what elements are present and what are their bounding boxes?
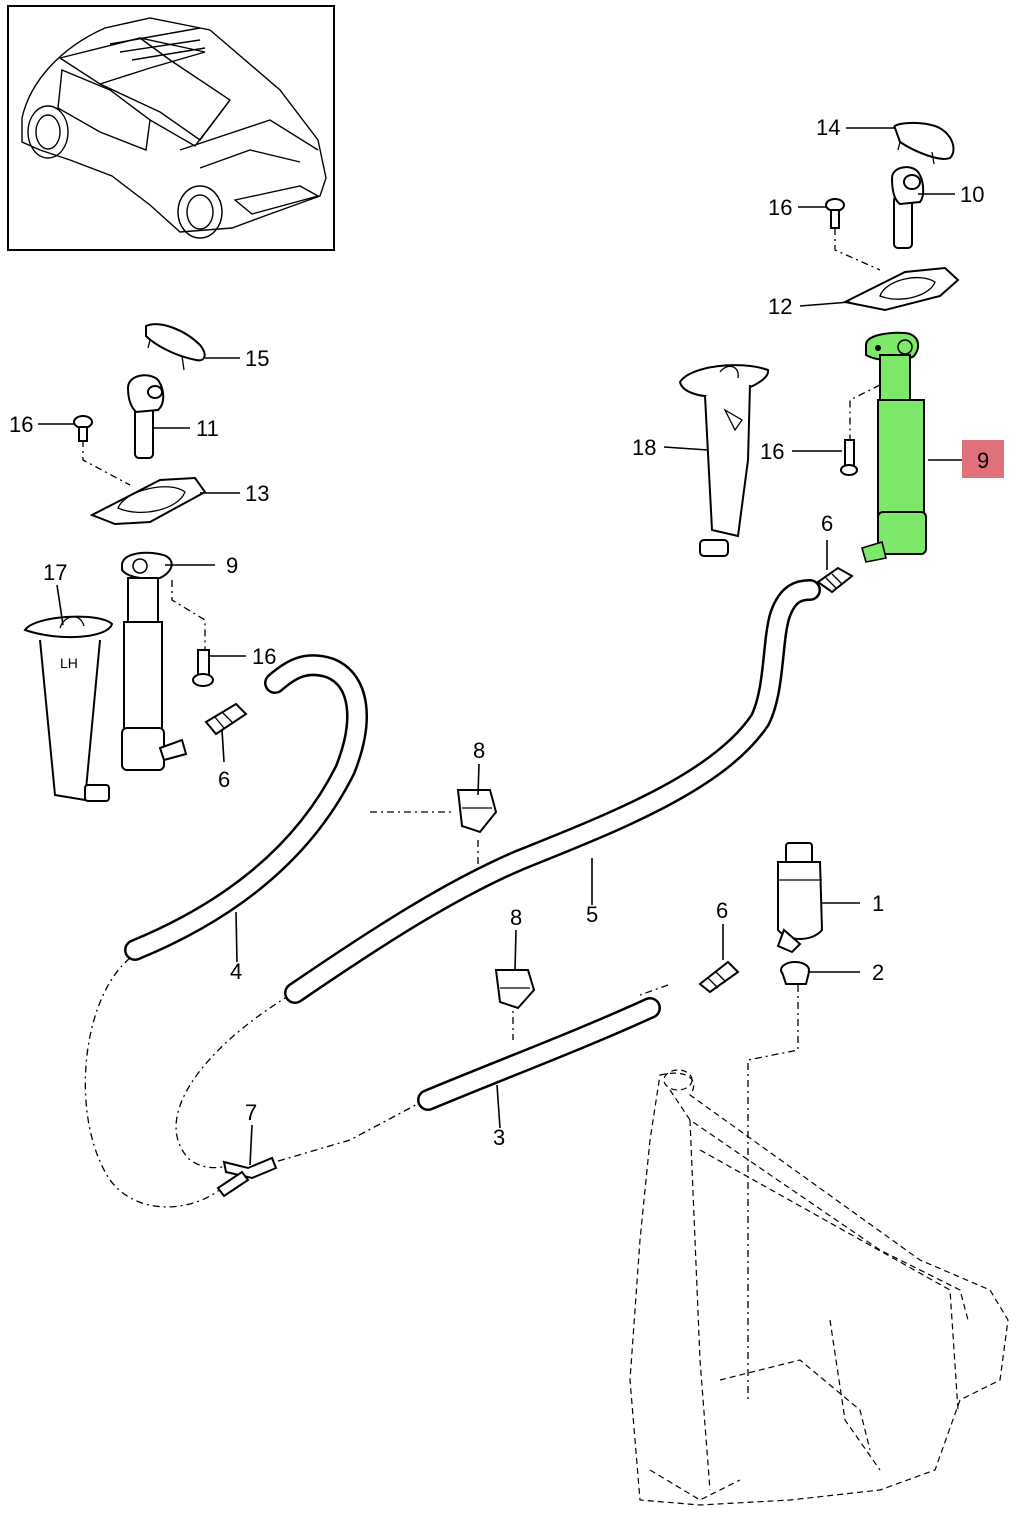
- hose-3: [417, 997, 661, 1111]
- callout-16: 16: [252, 644, 276, 669]
- callout-labels: 14 16 10 12 15 16 11 13 18 16 9 6 17 9 1…: [9, 115, 989, 1150]
- callout-16: 16: [9, 412, 33, 437]
- part-2-grommet: [780, 961, 810, 985]
- callout-9: 9: [226, 553, 238, 578]
- part-18-nozzle-holder: [678, 364, 769, 557]
- part-9-telescopic-cylinder-left: [121, 551, 188, 771]
- part-12-bracket: [841, 266, 960, 312]
- part-17-nozzle-holder-lh: [23, 615, 114, 802]
- callout-5: 5: [586, 902, 598, 927]
- vehicle-thumbnail: [7, 5, 335, 251]
- part-15-cover-cap: [145, 323, 206, 371]
- hose-5: [284, 579, 821, 1004]
- part-10-washer-nozzle: [890, 166, 925, 249]
- part-8-clip-top: [456, 789, 498, 834]
- part-14-cover-cap: [893, 121, 955, 165]
- callout-15: 15: [245, 346, 269, 371]
- part-16-screw-right: [840, 439, 858, 476]
- part-7-y-connector: [216, 1156, 278, 1198]
- callout-11: 11: [196, 416, 219, 441]
- callout-12: 12: [768, 294, 792, 319]
- nozzle-marking-lh: LH: [60, 655, 78, 671]
- callout-17: 17: [43, 560, 67, 585]
- callout-9-highlight-badge: [962, 440, 1004, 478]
- callout-9-highlighted[interactable]: 9: [977, 448, 989, 473]
- part-6-connector-left: [204, 702, 248, 736]
- part-6-connector-mid: [698, 960, 740, 994]
- callout-7: 7: [245, 1100, 257, 1125]
- part-16-screw-top: [825, 198, 845, 229]
- part-6-connector-top: [816, 566, 854, 594]
- part-8-clip-bottom: [494, 969, 536, 1010]
- callout-13: 13: [245, 481, 269, 506]
- dashed-leaders: [82, 228, 881, 1400]
- part-9-telescopic-cylinder-highlighted[interactable]: [861, 331, 927, 563]
- part-1-washer-pump: [776, 842, 824, 954]
- callout-6: 6: [716, 898, 728, 923]
- part-11-washer-nozzle: [126, 374, 165, 459]
- callout-10: 10: [960, 182, 984, 207]
- callout-4: 4: [230, 959, 242, 984]
- callout-leaders: [38, 127, 955, 1166]
- callout-16: 16: [768, 195, 792, 220]
- callout-14: 14: [816, 115, 840, 140]
- part-13-bracket: [89, 476, 207, 526]
- washer-fluid-tank: [629, 1069, 1009, 1506]
- callout-16: 16: [760, 439, 784, 464]
- callout-6: 6: [821, 511, 833, 536]
- callout-18: 18: [632, 435, 656, 460]
- callout-6: 6: [218, 767, 230, 792]
- callout-8: 8: [510, 905, 522, 930]
- part-16-screw-left: [73, 415, 93, 442]
- callout-1: 1: [872, 891, 884, 916]
- callout-3: 3: [493, 1125, 505, 1150]
- callout-2: 2: [872, 960, 884, 985]
- callout-8: 8: [473, 738, 485, 763]
- part-16-screw-mid: [192, 649, 214, 687]
- hose-4: [124, 654, 368, 961]
